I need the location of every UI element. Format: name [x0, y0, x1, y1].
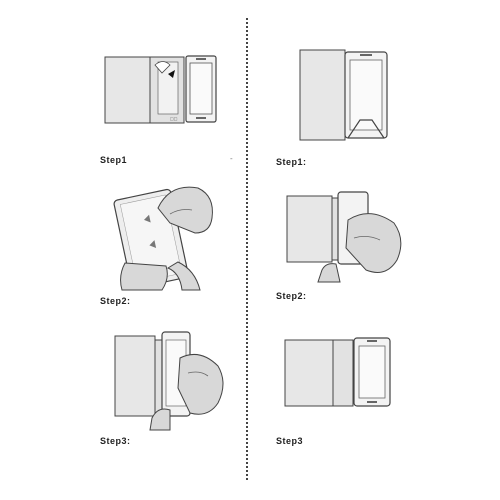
step1-left-label: Step1 [100, 155, 128, 165]
step3-right-label: Step3 [276, 436, 304, 446]
step1-left-illustration: □□ [100, 40, 240, 160]
step1-right-label: Step1: [276, 157, 307, 167]
stray-mark: - [230, 154, 233, 163]
step3-right-illustration [282, 322, 422, 442]
step2-left-illustration [100, 178, 240, 298]
step3-left-illustration [100, 318, 240, 438]
step1-right-illustration [290, 40, 430, 160]
step2-left-label: Step2: [100, 296, 131, 306]
column-divider [246, 18, 248, 480]
step3-left-label: Step3: [100, 436, 131, 446]
step2-right-label: Step2: [276, 291, 307, 301]
step2-right-illustration [282, 178, 422, 298]
sticker-mark: □□ [170, 116, 178, 121]
